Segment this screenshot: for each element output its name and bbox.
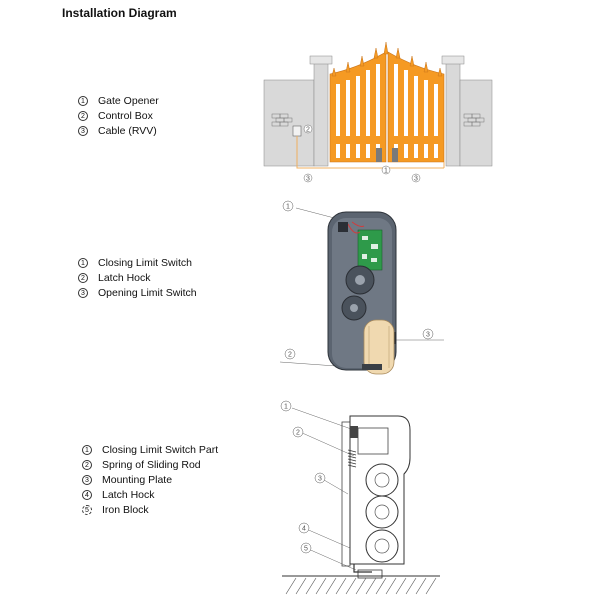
opener-callout-1: 1 xyxy=(282,200,294,212)
legend-number: 2 xyxy=(78,273,88,284)
roller-2 xyxy=(365,495,399,529)
latch-hock xyxy=(362,364,382,370)
opener-callout-3: 3 xyxy=(422,328,434,340)
latch-hock xyxy=(353,564,372,573)
svg-text:5: 5 xyxy=(304,546,308,553)
gate-spikes xyxy=(331,41,443,77)
diagram-title: Installation Diagram xyxy=(62,6,177,20)
legend-item-spring-of-sliding-rod: 2 Spring of Sliding Rod xyxy=(82,458,218,473)
legend-number: 1 xyxy=(78,96,88,107)
sliding-rod-spring xyxy=(347,449,357,468)
gate-callout-1: 1 xyxy=(381,165,391,175)
circuit-board xyxy=(357,229,383,271)
legend-item-latch-hock: 4 Latch Hock xyxy=(82,488,218,503)
right-pillar xyxy=(445,61,461,167)
legend-number: 3 xyxy=(78,126,88,137)
legend-number: 4 xyxy=(82,490,92,501)
legend-item-cable: 3 Cable (RVV) xyxy=(78,124,159,139)
legend-label: Closing Limit Switch Part xyxy=(102,444,219,456)
legend-item-closing-limit-switch: 1 Closing Limit Switch xyxy=(78,256,197,271)
legend-item-mounting-plate: 3 Mounting Plate xyxy=(82,473,218,488)
svg-text:1: 1 xyxy=(286,204,290,211)
legend-item-control-box: 2 Control Box xyxy=(78,109,159,124)
legend-number: 2 xyxy=(78,111,88,122)
svg-text:1: 1 xyxy=(284,404,288,411)
roller-1 xyxy=(365,463,399,497)
svg-text:1: 1 xyxy=(384,168,388,175)
iron-block xyxy=(357,569,383,579)
section-callout-1: 1 xyxy=(280,400,292,412)
legend-number: 2 xyxy=(82,460,92,471)
right-wall xyxy=(459,79,493,167)
legend-label: Latch Hock xyxy=(98,272,151,284)
brick-pattern-left xyxy=(271,113,293,127)
closing-limit-switch xyxy=(338,222,348,232)
svg-text:2: 2 xyxy=(306,127,310,134)
svg-text:2: 2 xyxy=(296,430,300,437)
svg-text:3: 3 xyxy=(306,176,310,183)
roller-3 xyxy=(365,529,399,563)
svg-text:3: 3 xyxy=(318,476,322,483)
legend-label: Control Box xyxy=(98,110,153,122)
section-callout-4: 4 xyxy=(298,522,310,534)
brick-pattern-right xyxy=(463,113,485,127)
legend-item-gate-opener: 1 Gate Opener xyxy=(78,94,159,109)
opener-internals-illustration: 1 3 2 xyxy=(279,200,444,375)
legend-item-opening-limit-switch: 3 Opening Limit Switch xyxy=(78,286,197,301)
legend-label: Opening Limit Switch xyxy=(98,287,197,299)
ground-hatching xyxy=(285,577,437,595)
gate-callout-2: 2 xyxy=(303,124,313,134)
mounting-plate xyxy=(341,421,351,567)
gate-opener-right xyxy=(392,148,398,162)
legend-number: 3 xyxy=(78,288,88,299)
opener-callout-2: 2 xyxy=(284,348,296,360)
svg-text:2: 2 xyxy=(288,352,292,359)
legend-label: Iron Block xyxy=(102,504,149,516)
section-callout-5: 5 xyxy=(300,542,312,554)
legend-number: 1 xyxy=(78,258,88,269)
gate-callout-3-left: 3 xyxy=(303,173,313,183)
cross-section-illustration: 1 2 3 4 5 xyxy=(280,400,440,595)
legend-label: Cable (RVV) xyxy=(98,125,157,137)
left-wall xyxy=(263,79,315,167)
cable-rvv xyxy=(296,136,444,169)
legend-label: Latch Hock xyxy=(102,489,155,501)
legend-gate: 1 Gate Opener 2 Control Box 3 Cable (RVV) xyxy=(78,94,159,139)
left-pillar xyxy=(313,61,329,167)
legend-label: Closing Limit Switch xyxy=(98,257,192,269)
svg-text:3: 3 xyxy=(414,176,418,183)
closing-limit-switch-part xyxy=(350,426,358,438)
section-callout-2: 2 xyxy=(292,426,304,438)
legend-number: 5 xyxy=(82,505,92,516)
gate-opener-left xyxy=(376,148,382,162)
legend-opener: 1 Closing Limit Switch 2 Latch Hock 3 Openi… xyxy=(78,256,197,301)
legend-label: Gate Opener xyxy=(98,95,159,107)
legend-label: Spring of Sliding Rod xyxy=(102,459,201,471)
legend-item-iron-block: 5 Iron Block xyxy=(82,503,218,518)
svg-text:4: 4 xyxy=(302,526,306,533)
section-callout-3: 3 xyxy=(314,472,326,484)
legend-number: 1 xyxy=(82,445,92,456)
legend-item-latch-hock: 2 Latch Hock xyxy=(78,271,197,286)
legend-cross-section: 1 Closing Limit Switch Part 2 Spring of Sl… xyxy=(82,443,218,518)
gate-illustration: 2 3 1 3 xyxy=(263,41,493,183)
legend-label: Mounting Plate xyxy=(102,474,173,486)
roller-wheel xyxy=(363,319,395,375)
gate-callout-3-right: 3 xyxy=(411,173,421,183)
legend-number: 3 xyxy=(82,475,92,486)
opener-housing-outline xyxy=(349,415,411,565)
control-box xyxy=(292,125,302,137)
legend-item-closing-limit-switch-part: 1 Closing Limit Switch Part xyxy=(82,443,218,458)
svg-text:3: 3 xyxy=(426,332,430,339)
